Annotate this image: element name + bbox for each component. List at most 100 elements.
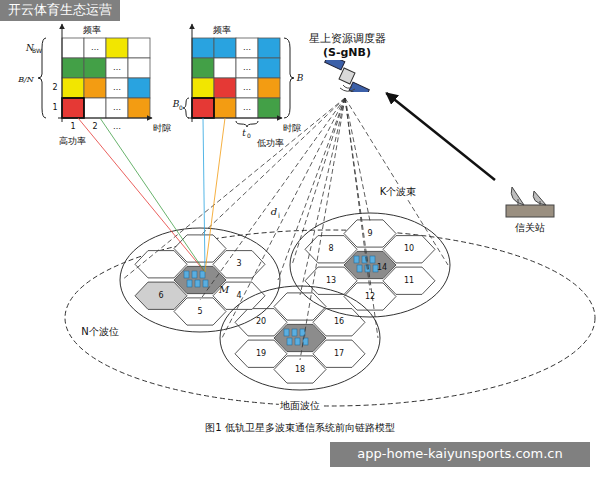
callout-number: 14 <box>377 263 387 272</box>
callout-number: 2 <box>52 83 57 92</box>
label: … <box>113 83 121 92</box>
watermark: app-home-kaiyunsports.com.cn <box>330 442 590 467</box>
beam-line <box>300 98 345 295</box>
user-terminal <box>287 338 292 345</box>
gateway-node: 信关站 <box>488 180 572 236</box>
hex-cell <box>235 309 287 336</box>
hex-cell <box>174 266 226 293</box>
power-line <box>203 118 205 272</box>
callout-number: 11 <box>404 276 414 285</box>
node-heading: 信关站 <box>490 221 570 235</box>
grid-cell <box>258 38 280 58</box>
callout-number: 1 <box>52 103 57 112</box>
dish-mount <box>540 201 541 205</box>
solar-panel <box>325 60 345 70</box>
user-terminal <box>200 271 205 278</box>
power-line <box>100 118 205 272</box>
grid-cell <box>62 98 84 118</box>
label: i <box>277 212 281 220</box>
callout-number: 12 <box>365 292 375 301</box>
callout-number: 6 <box>158 291 163 300</box>
grid-cell <box>62 38 84 58</box>
grid-cell <box>236 38 258 58</box>
callout-number: 4 <box>236 291 241 300</box>
grid-cell <box>192 78 214 98</box>
hex-cell <box>274 293 326 320</box>
beam-line <box>278 98 345 280</box>
grid-cell <box>106 38 128 58</box>
grid-axes <box>38 24 294 127</box>
signal-waves <box>340 85 355 91</box>
grid-cell <box>236 98 258 118</box>
hex-cell <box>135 251 187 278</box>
label: 时隙 <box>153 123 171 133</box>
beam-line <box>345 98 448 265</box>
label: … <box>113 122 121 131</box>
hex-cell <box>235 340 287 367</box>
power-line <box>78 118 205 272</box>
user-terminal <box>295 338 300 345</box>
label: 频率 <box>213 25 231 35</box>
callout-number: 18 <box>295 365 305 374</box>
label: … <box>113 63 121 72</box>
grid-cell <box>258 78 280 98</box>
label: 时隙 <box>283 123 301 133</box>
node-subheading: (S-gNB) <box>300 46 394 59</box>
label: 地面波位 <box>279 400 321 412</box>
user-terminal <box>184 271 189 278</box>
station-building <box>506 205 554 217</box>
label: N个波位 <box>81 326 118 338</box>
time-frequency-grid <box>62 38 280 118</box>
caption: 图1 低轨卫星多波束通信系统前向链路模型 <box>205 422 395 434</box>
grid-cell <box>236 78 258 98</box>
beam-line <box>345 98 378 338</box>
grid-cell <box>128 78 150 98</box>
grid-cell <box>84 98 106 118</box>
beam-line <box>345 98 370 221</box>
hex-cell <box>383 267 435 294</box>
label: K个波束 <box>379 186 418 198</box>
user-terminal <box>354 256 359 263</box>
grid-cell <box>84 78 106 98</box>
grid-cell <box>62 58 84 78</box>
hex-cell <box>313 340 365 367</box>
label: 高功率 <box>59 136 86 146</box>
hex-cells <box>135 220 435 383</box>
callout-number: 19 <box>256 349 266 358</box>
grid-cell <box>106 78 128 98</box>
satellite-body <box>339 68 355 84</box>
grid-cell <box>258 58 280 78</box>
callout-number: 20 <box>256 317 266 326</box>
satellite-node: 星上资源调度器(S-gNB) <box>298 30 396 93</box>
beam-line <box>122 98 345 280</box>
beam-line <box>300 98 345 360</box>
label: BW <box>32 48 42 55</box>
dish <box>533 191 546 205</box>
label: … <box>113 103 121 112</box>
hex-cell <box>344 251 396 278</box>
grid-cell <box>62 78 84 98</box>
user-terminal <box>370 256 375 263</box>
user-terminal <box>203 280 208 287</box>
label: … <box>91 43 99 52</box>
hex-cell <box>344 220 396 247</box>
user-terminal <box>187 280 192 287</box>
grid-cell <box>214 98 236 118</box>
user-terminal <box>292 329 297 336</box>
grid-cell <box>106 58 128 78</box>
label: B/N <box>18 75 34 84</box>
callout-number: 10 <box>404 244 414 253</box>
grid-cell <box>192 38 214 58</box>
hex-cell <box>383 236 435 263</box>
grid-cell-highlight <box>62 98 84 118</box>
user-terminal <box>284 329 289 336</box>
satellite-icon <box>317 60 377 92</box>
connector-arrow <box>386 93 495 180</box>
hex-cell <box>274 324 326 351</box>
callout-number: 16 <box>334 317 344 326</box>
hex-cell <box>174 298 226 325</box>
grid-cell-highlight <box>192 98 214 118</box>
beam-lines <box>122 98 448 360</box>
callout-number: 17 <box>334 349 344 358</box>
user-terminal <box>357 265 362 272</box>
